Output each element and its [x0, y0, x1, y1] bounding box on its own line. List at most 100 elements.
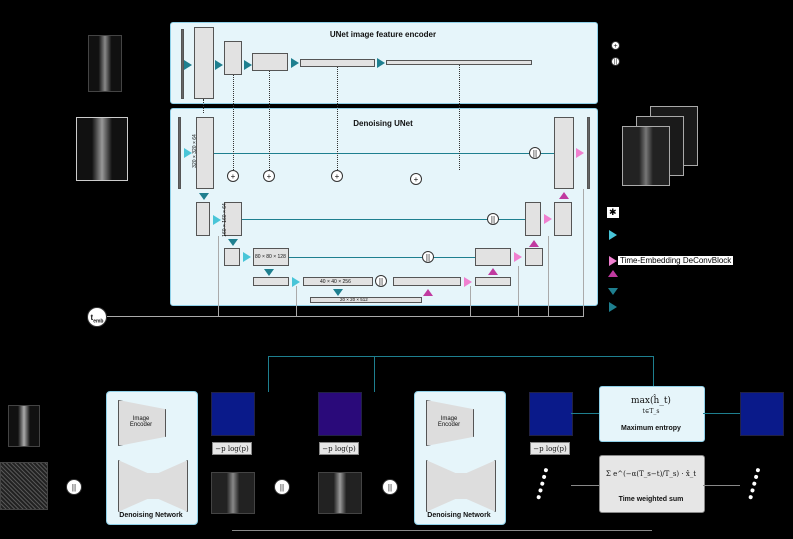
image-encoder-label-1: Image Encoder	[129, 416, 153, 428]
entropy-formula-3: −p log(p)	[530, 442, 570, 455]
max-entropy-box	[599, 386, 705, 442]
legend-cyan-arrow-icon	[609, 230, 617, 240]
denoised-image-2	[318, 472, 362, 514]
bottom-concat-op-3: ||	[382, 479, 398, 495]
bottom-concat-op-2: ||	[274, 479, 290, 495]
unet-block-r3b	[525, 248, 543, 266]
denoising-network-1-label: Denoising Network	[119, 512, 183, 519]
dim-label-l2: 160 × 160 × 64	[221, 203, 228, 237]
concat-op-l4: ||	[375, 275, 387, 287]
upsample-icon	[423, 289, 433, 296]
encoder-arrow-icon	[215, 60, 223, 70]
time-line-v1	[218, 236, 219, 316]
bottom-return-line	[232, 530, 652, 531]
legend-concat-icon: ||	[611, 57, 620, 66]
dim-label-l3: 80 × 80 × 128	[255, 254, 286, 260]
unet-block-l3b	[253, 248, 289, 266]
concat-op-l3: ||	[422, 251, 434, 263]
denoising-unet-title: Denoising UNet	[353, 119, 413, 128]
denoised-image-1	[211, 472, 255, 514]
time-line-v5	[548, 236, 549, 316]
dim-label-l1: 320 × 320 × 64	[191, 134, 198, 168]
bottom-concat-op-1: ||	[66, 479, 82, 495]
encoder-arrow-icon	[244, 60, 252, 70]
add-op-4: +	[410, 173, 422, 185]
final-entropy-map	[740, 392, 784, 436]
encoder-block-3	[252, 53, 288, 71]
unet-block-l1	[196, 117, 214, 189]
add-op-1: +	[227, 170, 239, 182]
deconv-icon	[464, 277, 472, 287]
enc-link-3	[269, 71, 270, 170]
legend-deconv-icon	[609, 256, 617, 266]
unet-block-l2b	[224, 202, 242, 236]
encoder-input-bar	[181, 29, 184, 99]
bottom-input-noise	[0, 462, 48, 510]
unet-block-r2a	[525, 202, 541, 236]
unet-input-bar	[178, 117, 181, 189]
skip-line-l1	[214, 153, 554, 154]
skip-line-l2	[242, 219, 525, 220]
add-op-3: +	[331, 170, 343, 182]
enc-link-4	[337, 67, 338, 170]
enc-link-1	[203, 99, 204, 113]
unet-arrow-icon	[184, 148, 192, 158]
max-formula: max(ĥ_t) t∈T_s	[599, 396, 703, 416]
legend-star-icon: ✱	[607, 207, 619, 218]
downsample-icon	[333, 289, 343, 296]
t-sub: emb	[93, 318, 104, 325]
time-line-v4	[518, 266, 519, 316]
image-encoder-label-2: Image Encoder	[437, 416, 461, 428]
upsample-icon	[488, 268, 498, 275]
unet-block-r4b	[475, 277, 511, 286]
downsample-icon	[199, 193, 209, 200]
unet-block-l3a	[224, 248, 240, 266]
output-stack-1	[622, 126, 670, 186]
encoder-arrow-icon	[377, 58, 385, 68]
unet-block-r3a	[475, 248, 511, 266]
unet-block-l4b	[303, 277, 373, 286]
unet-bottleneck	[310, 297, 422, 303]
max-formula-sub: t∈T_s	[642, 408, 660, 415]
time-sum-label: Time weighted sum	[618, 496, 684, 503]
encoder-arrow-icon	[184, 60, 192, 70]
legend-deconv-text: Time-Embedding DeConvBlock	[618, 256, 734, 265]
concat-op-l1: ||	[529, 147, 541, 159]
max-formula-text: max(ĥ_t)	[631, 396, 671, 406]
enc-link-2	[233, 75, 234, 170]
feedback-line-v2	[374, 356, 375, 392]
input-mri-image	[88, 35, 122, 92]
feedback-line	[268, 356, 654, 357]
bottom-input-mri	[8, 405, 40, 447]
concat-op-l2: ||	[487, 213, 499, 225]
arrow-from-sum	[703, 485, 740, 486]
encoder-title: UNet image feature encoder	[329, 30, 437, 39]
time-line-v2	[296, 286, 297, 316]
time-embedding-node: temb	[87, 307, 107, 327]
input-mri-stack	[76, 117, 128, 181]
sum-formula: Σ e^(−α(T_s−t)/T_s) · x̂_t	[605, 470, 697, 478]
time-embedding-line	[107, 316, 584, 317]
arrow-from-max	[703, 413, 740, 414]
denoising-network-2-label: Denoising Network	[427, 512, 491, 519]
deconv-icon	[544, 214, 552, 224]
deconv-icon	[514, 252, 522, 262]
time-line-v6	[583, 189, 584, 316]
unet-block-r1	[554, 117, 574, 189]
entropy-map-1	[211, 392, 255, 436]
unet-output-bar	[587, 117, 590, 189]
unet-block-r2b	[554, 202, 572, 236]
downsample-icon	[264, 269, 274, 276]
final-segmentation	[748, 467, 778, 505]
enc-link-5	[459, 65, 460, 170]
entropy-map-2	[318, 392, 362, 436]
upsample-icon	[559, 192, 569, 199]
time-sum-box	[599, 455, 705, 513]
segmentation-1	[536, 467, 566, 505]
legend-plus-icon: +	[611, 41, 620, 50]
max-entropy-label: Maximum entropy	[621, 425, 681, 432]
deconv-icon	[576, 148, 584, 158]
entropy-map-3	[529, 392, 573, 436]
dim-label-l5: 20 × 20 × 512	[340, 297, 368, 302]
legend-downsample-icon	[608, 288, 618, 295]
